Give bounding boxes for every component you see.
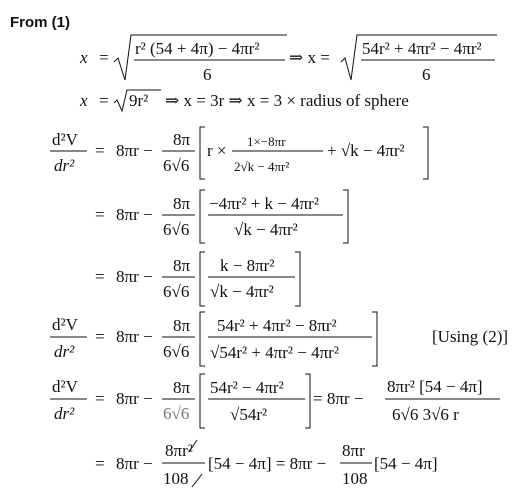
right-numerator: 8πr² [54 − 4π] (387, 377, 483, 396)
equation-line-6: d²V dr² = 8πr − 8π 6√6 54r² + 4πr² − 8πr… (50, 311, 508, 367)
term-2-denominator: 108 (342, 469, 368, 488)
coefficient-denominator: 6√6 (163, 404, 189, 423)
coefficient-numerator: 8π (173, 130, 191, 149)
coefficient-numerator: 8π (173, 256, 191, 275)
equals-sign: = (95, 205, 105, 224)
term-1-denominator: 108 (163, 469, 189, 488)
leading-term: 8πr − (116, 327, 153, 346)
coefficient-numerator: 8π (173, 378, 191, 397)
term-2-numerator: 8πr (342, 441, 365, 460)
equation-line-4: = 8πr − 8π 6√6 −4πr² + k − 4πr² √k − 4πr… (95, 189, 349, 244)
equation-line-7: d²V dr² = 8πr − 8π 6√6 54r² − 4πr² √54r²… (50, 373, 500, 429)
leading-term: 8πr − (116, 141, 153, 160)
left-bracket (199, 126, 205, 180)
right-bracket (372, 311, 378, 367)
coefficient-denominator: 6√6 (163, 220, 189, 239)
equals-sign: = (95, 141, 105, 160)
left-bracket (199, 311, 205, 367)
radicand: 9r² (129, 91, 148, 110)
derivative-numerator: d²V (52, 315, 79, 334)
bracket-term-b: + √k − 4πr² (327, 141, 405, 160)
radical-sign-2 (340, 34, 497, 81)
equals-sign: = (95, 267, 105, 286)
cancel-mark-top (188, 439, 198, 453)
term-1-numerator: 8πr² (165, 441, 193, 460)
coefficient-denominator: 6√6 (163, 342, 189, 361)
radicand-numerator-2: 54r² + 4πr² − 4πr² (362, 39, 482, 58)
left-bracket (199, 373, 205, 429)
inner-denominator: √54r² (230, 405, 267, 424)
inner-numerator: 54r² − 4πr² (210, 378, 284, 397)
middle-term: [54 − 4π] = 8πr − (208, 454, 326, 473)
bracket-term-a: r × (207, 141, 227, 160)
derivative-numerator: d²V (52, 130, 79, 149)
cancel-mark-bottom (191, 473, 203, 488)
inner-denominator: √k − 4πr² (234, 220, 298, 239)
equation-line-8: = 8πr − 8πr² 108 [54 − 4π] = 8πr − 8πr 1… (95, 439, 438, 488)
equals-sign: = (95, 389, 105, 408)
derivative-numerator: d²V (52, 377, 79, 396)
equals-sign: = (95, 327, 105, 346)
left-bracket (199, 251, 205, 307)
derivative-denominator: dr² (54, 342, 75, 361)
section-heading: From (1) (10, 14, 70, 31)
using-note: [Using (2)] (432, 327, 508, 346)
inner-denominator: √k − 4πr² (210, 282, 274, 301)
equals-sign: = (95, 454, 105, 473)
coefficient-denominator: 6√6 (163, 282, 189, 301)
radical-sign (113, 34, 287, 81)
inner-numerator: 54r² + 4πr² − 8πr² (217, 316, 337, 335)
inner-numerator: k − 8πr² (220, 256, 274, 275)
radical-sign (113, 89, 161, 113)
inner-numerator: 1×−8πr (247, 134, 286, 149)
leading-term: 8πr − (116, 205, 153, 224)
implies-text: ⇒ x = (289, 48, 330, 67)
radicand-denominator: 6 (203, 65, 212, 84)
equals-sign: = (99, 48, 109, 67)
result-text: ⇒ x = 3r ⇒ x = 3 × radius of sphere (165, 91, 409, 110)
leading-term: 8πr − (116, 454, 153, 473)
equation-line-2: x = 9r² ⇒ x = 3r ⇒ x = 3 × radius of sph… (79, 89, 409, 113)
variable-x: x (79, 48, 88, 67)
trailing-term: [54 − 4π] (374, 454, 438, 473)
coefficient-numerator: 8π (173, 316, 191, 335)
right-bracket (343, 189, 349, 244)
right-bracket (295, 251, 301, 307)
right-bracket (305, 373, 311, 429)
derivative-denominator: dr² (54, 404, 75, 423)
left-bracket (199, 189, 205, 244)
inner-denominator: 2√k − 4πr² (234, 159, 289, 174)
equation-line-1: x = r² (54 + 4π) − 4πr² 6 ⇒ x = 54r² + 4… (79, 34, 497, 84)
middle-term: = 8πr − (313, 389, 363, 408)
leading-term: 8πr − (116, 267, 153, 286)
inner-numerator: −4πr² + k − 4πr² (209, 194, 319, 213)
right-denominator: 6√6 3√6 r (392, 405, 459, 424)
radicand-denominator-2: 6 (422, 65, 431, 84)
coefficient-numerator: 8π (173, 194, 191, 213)
variable-x: x (79, 91, 88, 110)
right-bracket (423, 126, 429, 180)
equation-line-5: = 8πr − 8π 6√6 k − 8πr² √k − 4πr² (95, 251, 301, 307)
radicand-numerator: r² (54 + 4π) − 4πr² (135, 39, 259, 58)
derivative-denominator: dr² (54, 156, 75, 175)
coefficient-denominator: 6√6 (163, 156, 189, 175)
equation-line-3: d²V dr² = 8πr − 8π 6√6 r × 1×−8πr 2√k − … (50, 126, 429, 180)
equals-sign: = (99, 91, 109, 110)
leading-term: 8πr − (116, 389, 153, 408)
inner-denominator: √54r² + 4πr² − 4πr² (210, 343, 339, 362)
